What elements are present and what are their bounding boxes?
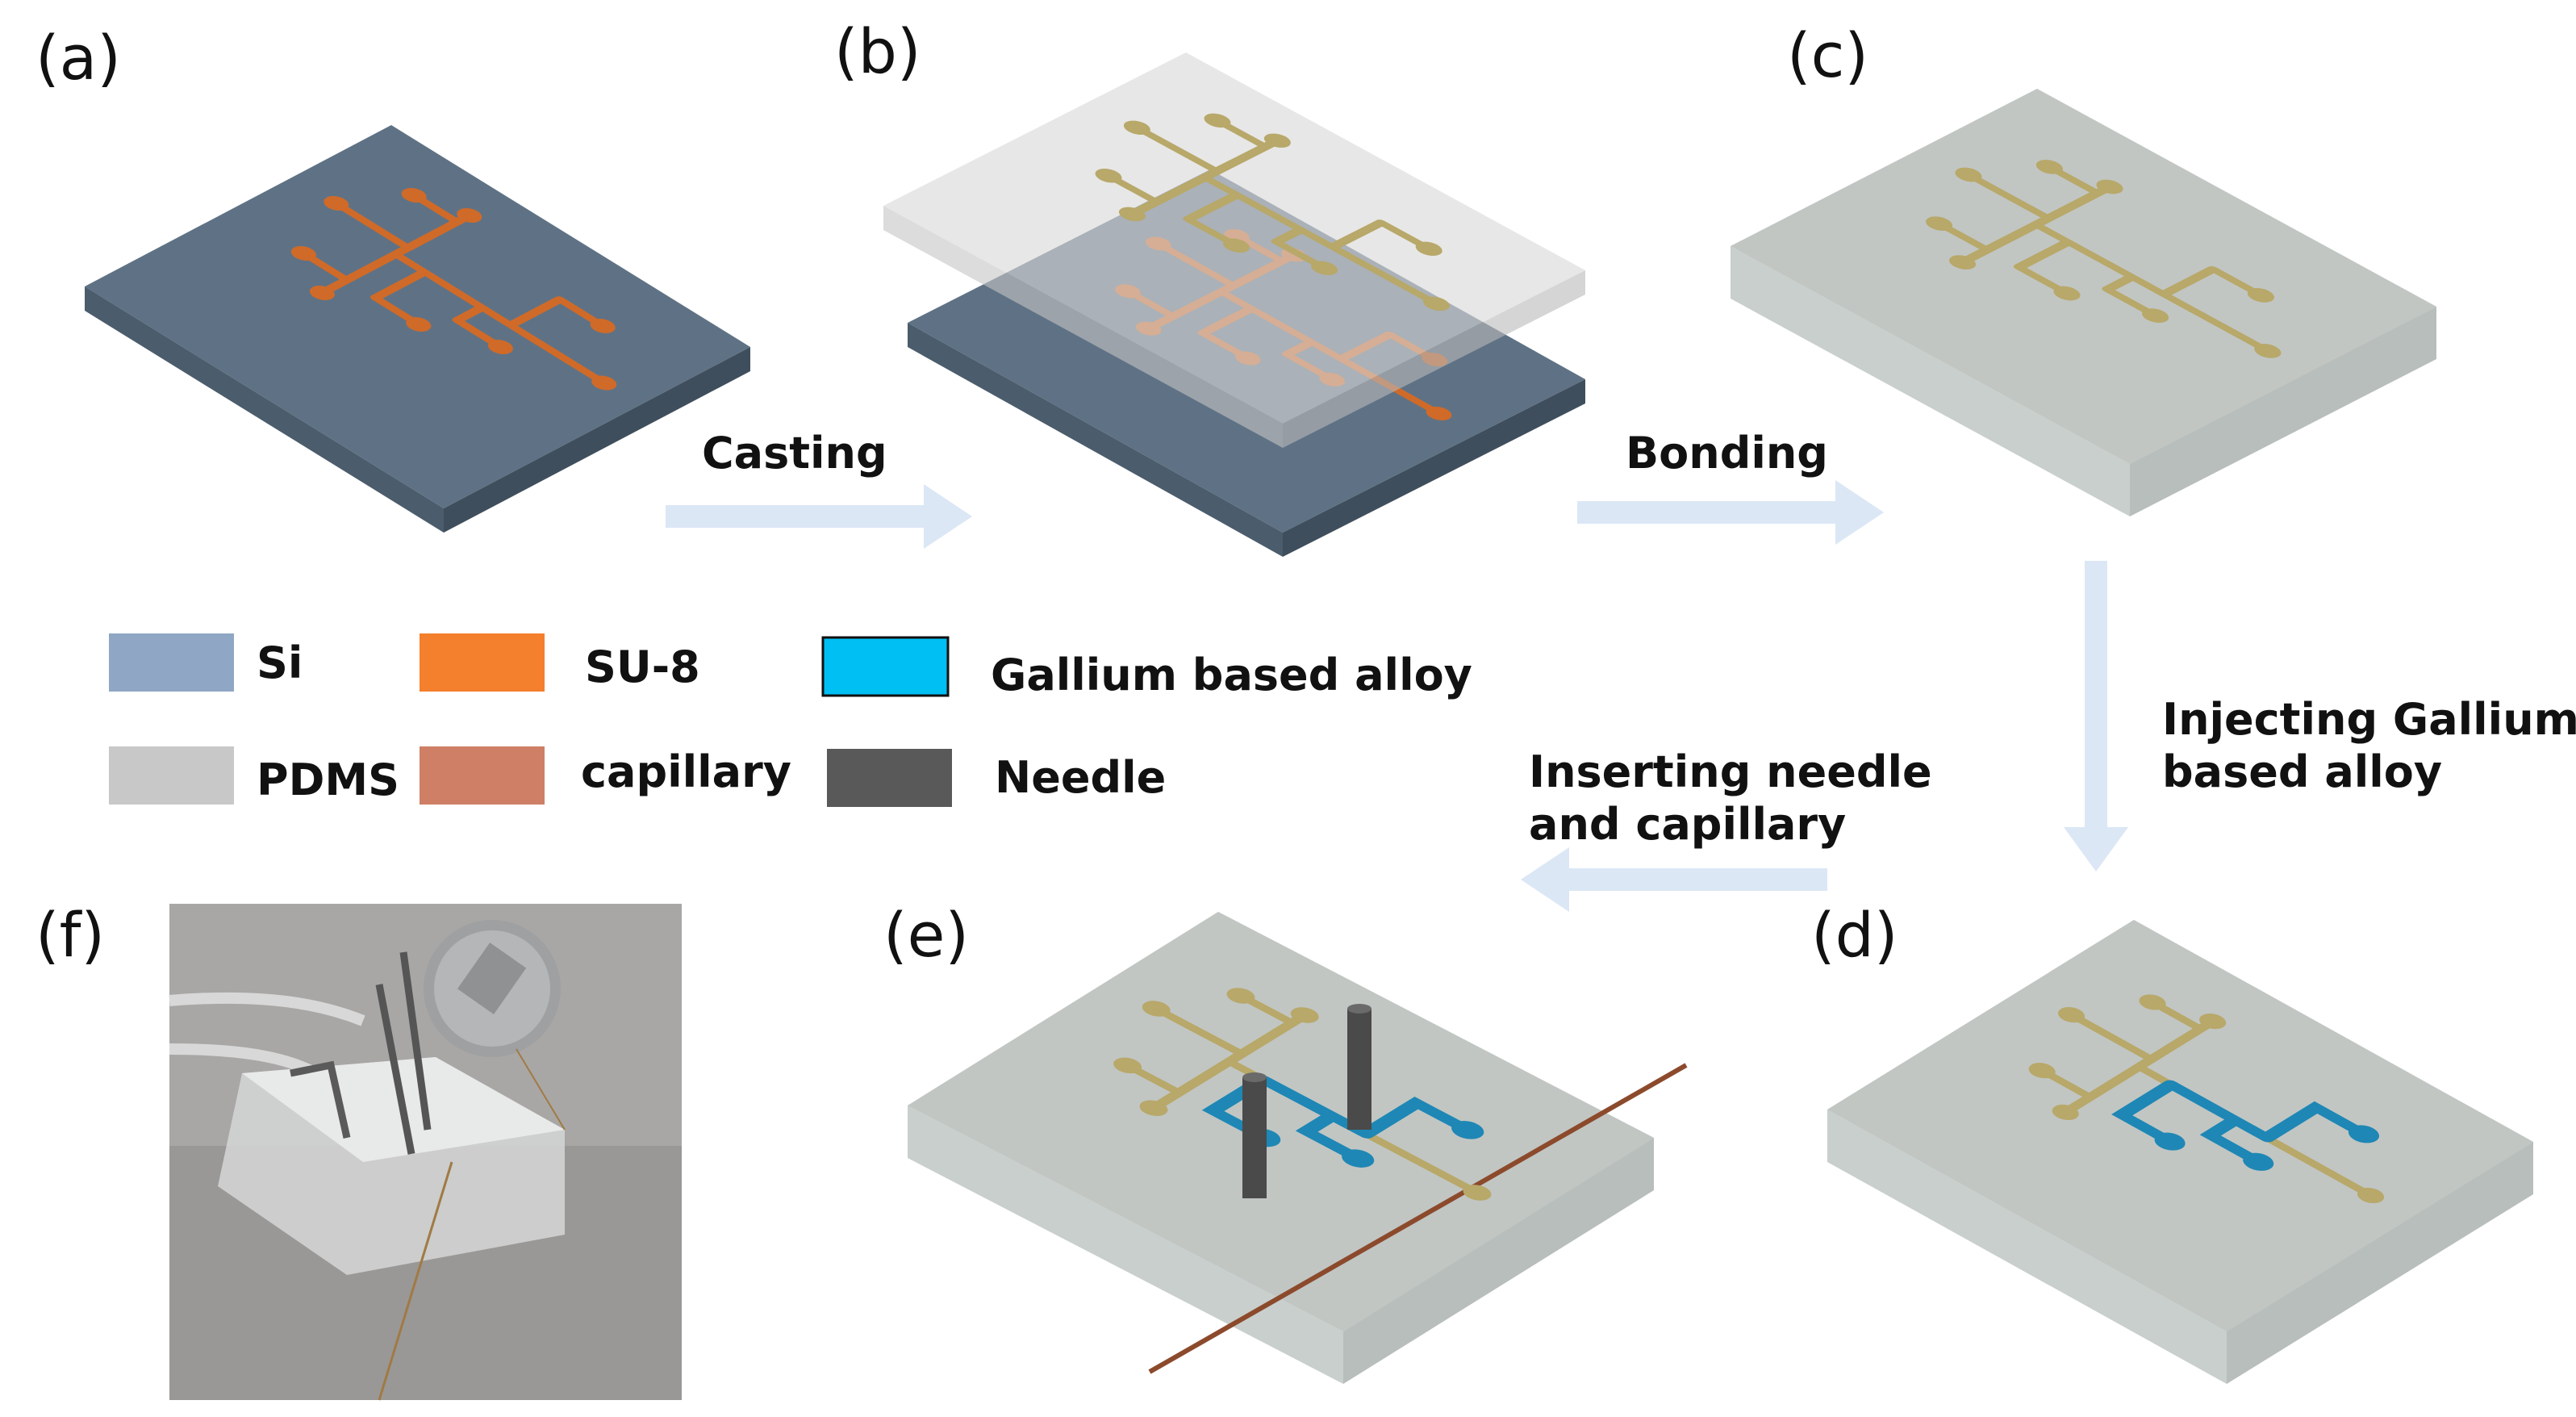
pdms-slab-side-right bbox=[1283, 270, 1585, 448]
panel-b: (b) bbox=[834, 15, 1585, 557]
pdms-chip-side bbox=[908, 1106, 1343, 1384]
si-wafer-side-right bbox=[444, 347, 750, 533]
legend: Si SU-8 Gallium based alloy PDMS capilla… bbox=[109, 633, 1472, 807]
needle bbox=[375, 984, 415, 1155]
panel-f: (f) bbox=[35, 899, 682, 1401]
panel-label-b: (b) bbox=[834, 15, 921, 87]
step-injecting-line1: Injecting Gallium bbox=[2162, 694, 2576, 745]
needle-right bbox=[1347, 1004, 1372, 1130]
pdms-chip-side-right bbox=[2227, 1142, 2533, 1384]
panel-e: (e) bbox=[883, 899, 1688, 1384]
legend-label-su8: SU-8 bbox=[585, 642, 700, 692]
needle-bent bbox=[290, 1060, 351, 1139]
panel-a: (a) bbox=[35, 22, 750, 533]
panel-label-e: (e) bbox=[883, 899, 969, 971]
panel-label-d: (d) bbox=[1811, 899, 1898, 971]
needle bbox=[399, 951, 432, 1131]
pdms-chip-side bbox=[1827, 1110, 2227, 1384]
arrow-bonding bbox=[1577, 480, 1884, 545]
step-casting: Casting bbox=[702, 428, 887, 479]
legend-label-gallium: Gallium based alloy bbox=[991, 650, 1472, 700]
legend-swatch-su8 bbox=[420, 633, 545, 692]
legend-swatch-gallium bbox=[821, 636, 950, 697]
tubing bbox=[169, 992, 365, 1026]
legend-label-needle: Needle bbox=[995, 752, 1166, 803]
step-inserting-line1: Inserting needle bbox=[1529, 746, 1932, 797]
pdms-chip-cover bbox=[908, 912, 1654, 1331]
pdms-chip-cover bbox=[1827, 920, 2533, 1331]
step-injecting-line2: based alloy bbox=[2162, 746, 2442, 797]
pdms-chip-side-right bbox=[1343, 1138, 1654, 1384]
capillary-fibre bbox=[378, 1161, 453, 1401]
si-wafer-side-right bbox=[1283, 379, 1585, 557]
pdms-chip-cover bbox=[1731, 89, 2436, 464]
legend-swatch-capillary bbox=[420, 746, 545, 805]
gallium-filled-channels bbox=[1201, 1075, 1484, 1168]
arrow-injecting bbox=[2064, 561, 2128, 872]
legend-label-capillary: capillary bbox=[581, 746, 791, 797]
arrow-casting bbox=[666, 484, 972, 549]
panel-d: (d) bbox=[1811, 899, 2533, 1384]
panel-c: (c) bbox=[1731, 19, 2436, 516]
panel-label-a: (a) bbox=[35, 22, 121, 94]
pdms-slab-side bbox=[883, 206, 1283, 448]
step-bonding: Bonding bbox=[1626, 428, 1828, 479]
panel-label-f: (f) bbox=[35, 899, 105, 971]
legend-label-pdms: PDMS bbox=[257, 754, 399, 805]
legend-swatch-needle bbox=[827, 749, 952, 807]
si-wafer-top bbox=[85, 125, 750, 508]
arrow-inserting bbox=[1521, 847, 1827, 912]
step-inserting-line2: and capillary bbox=[1529, 799, 1846, 850]
device-photo bbox=[169, 904, 682, 1401]
capillary-wire bbox=[1148, 1063, 1688, 1374]
si-wafer-side-left bbox=[85, 286, 444, 533]
pdms-slab-top bbox=[883, 52, 1585, 424]
legend-label-si: Si bbox=[257, 637, 303, 688]
gallium-filled-channels bbox=[2111, 1080, 2380, 1171]
legend-swatch-pdms bbox=[109, 746, 234, 805]
needle-left bbox=[1242, 1072, 1267, 1198]
pdms-chip-side bbox=[1731, 246, 2130, 516]
legend-swatch-si bbox=[109, 633, 234, 692]
panel-label-c: (c) bbox=[1787, 19, 1868, 91]
pdms-chip-side-right bbox=[2130, 307, 2436, 516]
si-wafer-side-left bbox=[908, 323, 1283, 557]
